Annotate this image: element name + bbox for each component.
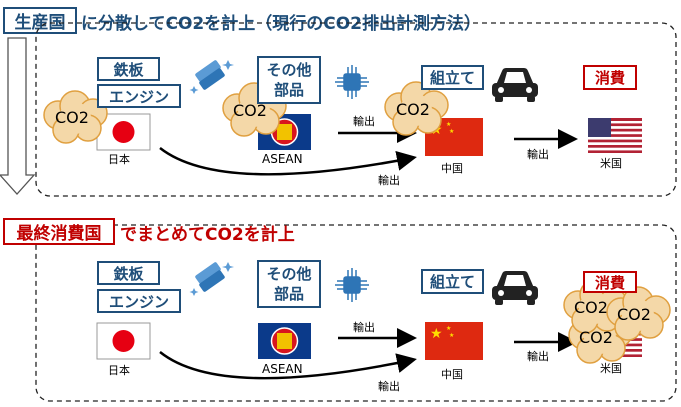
country-japan: 日本: [108, 364, 130, 377]
consumption-label: 消費: [583, 65, 637, 90]
steel-label: 鉄板: [97, 261, 160, 285]
consumer-country-badge: 最終消費国: [3, 218, 115, 245]
co2-cloud: [222, 82, 287, 137]
co2-label: CO2: [579, 328, 613, 347]
japan-flag: [96, 322, 151, 360]
svg-text:★: ★: [446, 121, 451, 128]
steel-sheet-icon: [189, 60, 234, 94]
country-china: 中国: [441, 368, 463, 381]
assembly-label: 組立て: [421, 269, 484, 294]
country-china: 中国: [441, 162, 463, 175]
export-label: 輸出: [353, 115, 375, 128]
co2-label: CO2: [617, 305, 651, 324]
co2-label: CO2: [233, 101, 267, 120]
car-icon: [492, 271, 538, 305]
co2-cloud: [43, 90, 108, 144]
asean-flag: [258, 323, 311, 359]
svg-text:★: ★: [446, 325, 451, 332]
export-label: 輸出: [527, 148, 549, 161]
section1-frame: [35, 22, 677, 197]
consumption-label: 消費: [583, 271, 637, 293]
svg-text:★: ★: [430, 326, 443, 342]
export-label: 輸出: [378, 380, 400, 393]
export-label: 輸出: [527, 350, 549, 363]
steel-sheet-icon: [189, 262, 234, 296]
country-usa: 米国: [600, 157, 622, 170]
chip-icon: [335, 268, 369, 302]
co2-cloud: [606, 286, 671, 341]
svg-text:★: ★: [449, 332, 454, 339]
section1-title: に分散してCO2を計上（現行のCO2排出計測方法）: [81, 14, 482, 34]
co2-label: CO2: [55, 108, 89, 127]
co2-cloud: [384, 81, 449, 136]
country-japan: 日本: [108, 153, 130, 166]
engine-label: エンジン: [97, 289, 181, 313]
down-arrow: [0, 37, 36, 195]
export-label: 輸出: [353, 321, 375, 334]
country-asean: ASEAN: [262, 362, 303, 376]
usa-flag: [588, 118, 642, 153]
car-icon: [492, 68, 538, 102]
section2-title: でまとめてCO2を計上: [120, 225, 295, 245]
steel-label: 鉄板: [97, 57, 160, 81]
svg-text:★: ★: [449, 128, 454, 135]
producer-country-badge: 生産国: [3, 7, 77, 34]
co2-label: CO2: [396, 100, 430, 119]
co2-label: CO2: [574, 298, 608, 317]
country-asean: ASEAN: [262, 152, 303, 166]
chip-icon: [335, 65, 369, 99]
assembly-label: 組立て: [421, 65, 484, 90]
country-usa: 米国: [600, 362, 622, 375]
other-parts-label: その他 部品: [257, 260, 321, 308]
other-parts-label: その他 部品: [257, 56, 321, 104]
china-flag: ★ ★ ★: [425, 322, 483, 360]
arrow-japan-china-2: [159, 351, 417, 380]
arrow-japan-china-1: [159, 147, 417, 176]
engine-label: エンジン: [97, 84, 181, 108]
export-label: 輸出: [378, 174, 400, 187]
section2-frame: [35, 224, 677, 402]
